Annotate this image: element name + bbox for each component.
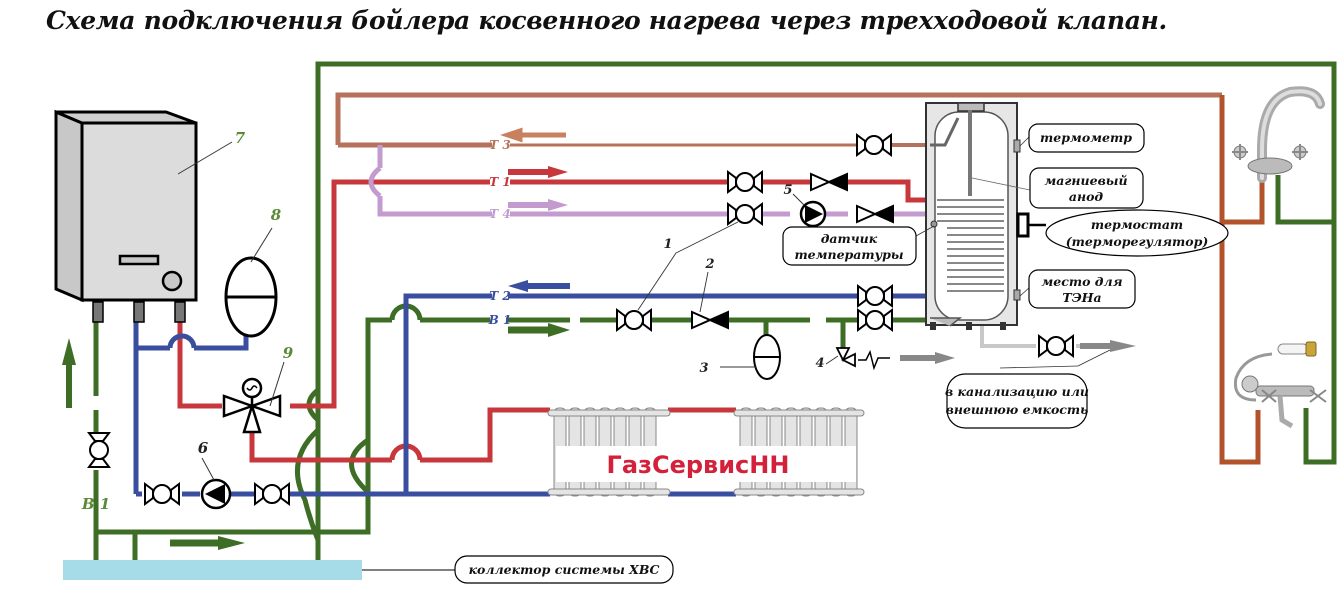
ball-valve-icon (1038, 335, 1074, 357)
ball-valve-icon (727, 171, 763, 193)
component-number-8: 8 (271, 206, 282, 224)
indirect-water-heater-icon (925, 102, 1046, 330)
brand-watermark: ГазСервисНН (607, 451, 790, 479)
component-number-4: 4 (815, 356, 824, 371)
bath-mixer-icon (1233, 341, 1327, 429)
heat-exchanger-coil (937, 199, 1004, 292)
heater-label-line1: место для (1041, 274, 1122, 289)
flow-arrows (62, 127, 1136, 550)
drain-label-line1: в канализацию или (945, 384, 1089, 399)
ball-valve-icon (254, 483, 290, 505)
collector-callout: коллектор системы ХВС (454, 555, 674, 584)
collector-label: коллектор системы ХВС (469, 562, 660, 577)
brand-background (556, 446, 856, 482)
label-t2: Т 2 (489, 289, 510, 303)
three-way-valve-icon: 9 (222, 344, 294, 434)
sink-faucet-icon (1232, 86, 1325, 183)
thermostat-callout: термостат (терморегулятор) (1045, 209, 1229, 257)
label-t4: Т 4 (489, 207, 510, 221)
component-number-3: 3 (699, 361, 708, 376)
label-t1: Т 1 (489, 175, 510, 189)
check-valve-icon (691, 311, 729, 329)
ball-valve-icon (857, 309, 893, 331)
circulation-pump-icon: 5 (783, 183, 827, 228)
component-callout-1: 1 (637, 221, 739, 311)
expansion-tank-icon: 8 (224, 206, 282, 338)
drain-label-line2: внешнюю емкость (946, 402, 1089, 417)
ball-valve-icon (856, 134, 892, 156)
label-b1-left: В 1 (81, 495, 110, 513)
check-valve-icon (856, 205, 894, 223)
temperature-sensor-callout: датчик температуры (782, 225, 935, 266)
check-valve-icon (810, 173, 848, 191)
gas-boiler-icon: 7 (54, 109, 246, 323)
heating-return-pipes (133, 293, 932, 497)
component-number-1: 1 (663, 237, 672, 252)
expansion-tank-icon: 3 (699, 334, 781, 380)
ball-valve-icon (857, 285, 893, 307)
ball-valve-icon (144, 483, 180, 505)
cold-water-pipes (93, 61, 1337, 560)
cold-water-crossovers (294, 388, 370, 541)
anode-label-line1: магниевый (1044, 173, 1127, 188)
label-b1-main: В 1 (488, 313, 512, 327)
ball-valve-icon (88, 432, 110, 468)
circulation-pump-icon: 6 (198, 439, 232, 510)
label-t3: Т 3 (489, 138, 510, 152)
anode-callout: магниевый анод (971, 167, 1144, 209)
thermostat-label-line1: термостат (1091, 217, 1183, 232)
sensor-label-line2: температуры (794, 247, 903, 262)
thermometer-callout: термометр (1019, 123, 1145, 153)
heater-label-line2: ТЭНа (1062, 290, 1101, 305)
pipe-labels: Т 3 Т 1 Т 4 Т 2 В 1 В 1 (81, 138, 512, 513)
component-number-6: 6 (198, 439, 209, 457)
ball-valve-icon (616, 309, 652, 331)
ball-valve-icon (727, 203, 763, 225)
thermometer-label: термометр (1040, 130, 1132, 145)
safety-valve-icon: 4 (815, 347, 890, 371)
component-number-2: 2 (704, 257, 714, 272)
drain-callout: в канализацию или внешнюю емкость (945, 349, 1111, 429)
component-number-7: 7 (235, 129, 246, 147)
component-number-5: 5 (783, 183, 792, 198)
thermostat-label-line2: (терморегулятор) (1066, 234, 1209, 249)
component-callout-2: 2 (699, 257, 715, 313)
diagram-title: Схема подключения бойлера косвенного наг… (46, 6, 1167, 35)
hot-water-outlet-pipes (335, 92, 1265, 465)
cold-water-collector (63, 560, 362, 580)
sensor-label-line1: датчик (821, 231, 878, 246)
heating-element-callout: место для ТЭНа (1019, 269, 1136, 309)
component-number-9: 9 (283, 344, 294, 362)
anode-label-line2: анод (1069, 189, 1104, 204)
